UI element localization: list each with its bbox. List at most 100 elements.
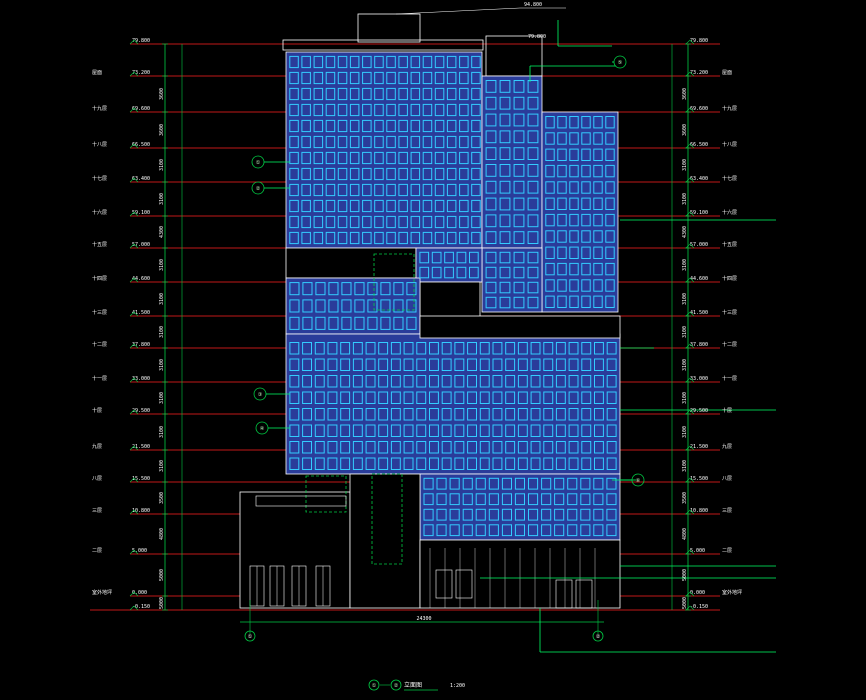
- level-elevation-left: 66.500: [132, 142, 150, 148]
- upper-right-return: [481, 247, 543, 313]
- level-elevation-left: 10.800: [132, 508, 150, 514]
- window-pane: [449, 524, 460, 537]
- window-pane: [398, 71, 408, 85]
- window-pane: [555, 342, 566, 355]
- window-pane: [434, 215, 445, 229]
- window-pane: [462, 508, 473, 521]
- window-pane: [390, 391, 401, 404]
- callout-label: ②: [256, 186, 261, 192]
- window-pane: [581, 181, 591, 194]
- window-pane: [527, 147, 539, 160]
- window-pane: [325, 103, 336, 117]
- window-pane: [517, 358, 528, 371]
- window-pane: [581, 246, 591, 260]
- window-pane: [606, 342, 617, 355]
- floor-label-left: 十九层: [92, 105, 107, 112]
- window-pane: [393, 299, 404, 313]
- window-pane: [557, 213, 567, 227]
- window-pane: [446, 87, 457, 101]
- window-pane: [499, 130, 511, 144]
- storey-height-left: 3600: [159, 88, 165, 100]
- mid-void: [419, 281, 481, 323]
- level-elevation-right: 33.000: [690, 376, 708, 382]
- window-pane: [340, 457, 351, 470]
- window-pane: [593, 477, 604, 490]
- floor-label-right: 十五层: [722, 241, 737, 248]
- floor-label-left: 十二层: [92, 341, 107, 348]
- window-pane: [545, 197, 555, 211]
- window-pane: [398, 231, 408, 245]
- window-pane: [593, 164, 603, 178]
- window-pane: [390, 424, 401, 437]
- window-pane: [314, 342, 325, 355]
- window-pane: [488, 524, 499, 537]
- window-pane: [593, 116, 603, 129]
- window-pane: [337, 215, 348, 229]
- sky-garden-upper-right: [415, 247, 483, 283]
- level-marker-left: [129, 591, 139, 597]
- window-pane: [422, 55, 433, 69]
- storey-height-left: 4300: [159, 226, 165, 238]
- window-pane: [403, 375, 414, 388]
- level-elevation-right: 63.400: [690, 176, 708, 182]
- window-pane: [410, 215, 421, 229]
- window-pane: [403, 408, 414, 421]
- window-pane: [423, 493, 434, 506]
- window-pane: [499, 147, 511, 160]
- window-pane: [527, 214, 539, 228]
- window-pane: [436, 493, 447, 506]
- window-pane: [527, 96, 539, 110]
- window-pane: [289, 183, 299, 197]
- level-marker-left: [129, 509, 139, 515]
- window-pane: [543, 457, 554, 470]
- window-pane: [349, 103, 360, 117]
- level-marker-left: [129, 549, 139, 555]
- window-pane: [313, 167, 324, 181]
- level-marker-right: [685, 549, 695, 555]
- window-pane: [545, 262, 555, 276]
- level-elevation-right: 44.600: [690, 276, 708, 282]
- window-pane: [530, 375, 541, 388]
- window-pane: [365, 391, 376, 404]
- window-pane: [313, 199, 324, 213]
- window-pane: [446, 151, 457, 165]
- window-pane: [605, 116, 615, 129]
- entrance-door: [435, 569, 453, 599]
- window-pane: [365, 408, 376, 421]
- title-axis-2-label: ②: [394, 683, 399, 689]
- level-elevation-left: 59.100: [132, 210, 150, 216]
- window-pane: [581, 279, 591, 292]
- window-pane: [454, 408, 465, 421]
- window-pane: [406, 316, 417, 330]
- window-pane: [569, 148, 579, 162]
- window-pane: [289, 282, 300, 296]
- storey-height-right: 3100: [682, 193, 688, 205]
- window-pane: [581, 116, 591, 129]
- window-pane: [594, 457, 604, 470]
- service-core-outline: [371, 473, 403, 565]
- window-pane: [475, 477, 486, 490]
- window-pane: [444, 266, 454, 279]
- window-pane: [593, 262, 603, 276]
- window-pane: [517, 441, 528, 454]
- window-pane: [527, 281, 539, 294]
- level-elevation-right: 79.800: [690, 38, 708, 44]
- window-pane: [605, 246, 615, 260]
- window-pane: [362, 87, 372, 101]
- window-pane: [410, 71, 421, 85]
- top-leader: [395, 7, 521, 15]
- window-pane: [434, 135, 445, 149]
- window-pane: [530, 358, 541, 371]
- window-pane: [313, 119, 324, 133]
- window-pane: [354, 282, 365, 296]
- window-pane: [429, 424, 439, 437]
- window-pane: [367, 299, 378, 313]
- window-pane: [446, 215, 457, 229]
- window-pane: [557, 279, 567, 292]
- window-pane: [289, 55, 299, 69]
- window-pane: [327, 457, 338, 470]
- window-pane: [514, 493, 526, 506]
- window-pane: [337, 151, 348, 165]
- podium-details: [249, 253, 596, 609]
- window-pane: [513, 113, 525, 127]
